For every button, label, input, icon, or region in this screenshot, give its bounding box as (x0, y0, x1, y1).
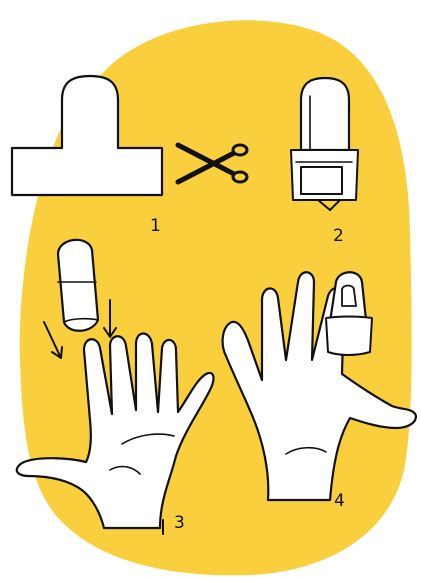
step-1-number: 1 (150, 216, 161, 236)
step-4-number: 4 (334, 491, 345, 511)
step-3-number: 3 (174, 513, 185, 533)
step-2-number: 2 (333, 226, 344, 246)
splint-tube-icon (58, 240, 98, 331)
finger-splint-icon (291, 78, 358, 210)
